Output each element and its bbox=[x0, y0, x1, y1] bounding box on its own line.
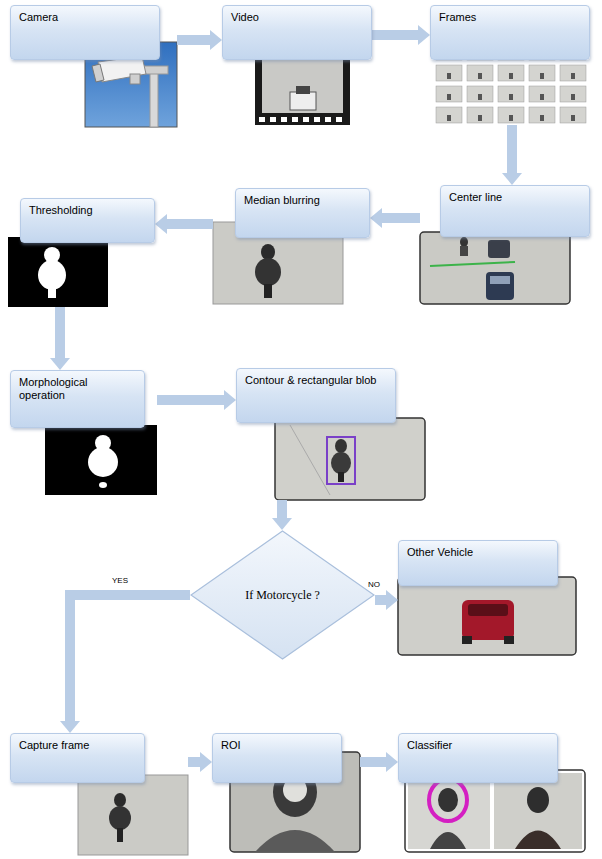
flow-arrow bbox=[272, 500, 292, 530]
arrow-head bbox=[224, 390, 236, 410]
process-box: Video bbox=[222, 5, 372, 125]
arrow-head bbox=[60, 721, 80, 733]
box-tab: Capture frame bbox=[10, 733, 145, 783]
arrow-head bbox=[200, 752, 212, 772]
edge-label: YES bbox=[111, 576, 129, 585]
decision-diamond: If Motorcycle ? bbox=[190, 530, 375, 660]
arrow-shaft bbox=[360, 757, 386, 767]
arrow-head bbox=[386, 590, 398, 610]
box-label: Frames bbox=[439, 11, 581, 24]
arrow-shaft bbox=[70, 595, 190, 721]
flow-arrow bbox=[188, 752, 212, 772]
process-box: Median blurring bbox=[213, 188, 370, 304]
box-label: Center line bbox=[449, 191, 581, 204]
process-box: Capture frame bbox=[10, 733, 188, 855]
flow-arrow bbox=[372, 25, 430, 45]
car-photo bbox=[398, 577, 576, 655]
box-label: Other Vehicle bbox=[407, 546, 549, 559]
arrow-head bbox=[210, 30, 222, 50]
arrow-shaft bbox=[157, 395, 224, 405]
box-label: ROI bbox=[221, 739, 333, 752]
arrow-head bbox=[370, 208, 382, 228]
capture-photo bbox=[78, 775, 188, 855]
process-box: Camera bbox=[10, 5, 177, 127]
arrow-head bbox=[502, 173, 522, 185]
flow-arrow bbox=[502, 125, 522, 185]
box-label: Camera bbox=[19, 11, 151, 24]
process-box: Morphological operation bbox=[10, 370, 157, 495]
arrow-shaft bbox=[55, 307, 65, 358]
flow-arrow bbox=[375, 590, 398, 610]
box-tab: Classifier bbox=[398, 733, 558, 783]
process-box: Thresholding bbox=[8, 198, 155, 307]
box-tab: Video bbox=[222, 5, 372, 60]
box-tab: Camera bbox=[10, 5, 160, 60]
flow-arrow bbox=[60, 595, 190, 733]
threshold-image bbox=[8, 237, 108, 307]
box-tab: Contour & rectangular blob bbox=[236, 368, 396, 423]
box-tab: Thresholding bbox=[20, 198, 155, 243]
arrow-head bbox=[50, 358, 70, 370]
arrow-shaft bbox=[382, 213, 420, 223]
arrow-shaft bbox=[375, 595, 386, 605]
flow-arrow bbox=[155, 214, 213, 234]
frames-marks bbox=[447, 52, 575, 121]
process-box: ROI bbox=[212, 733, 360, 852]
morphology-image bbox=[45, 425, 157, 495]
flow-arrow bbox=[50, 307, 70, 370]
process-box: Center line bbox=[420, 185, 590, 304]
box-label: Thresholding bbox=[29, 204, 146, 217]
edge-label: NO bbox=[367, 580, 381, 589]
arrow-shaft bbox=[372, 30, 418, 40]
arrow-head bbox=[386, 752, 398, 772]
arrow-shaft bbox=[507, 125, 517, 173]
box-label: Video bbox=[231, 11, 363, 24]
center-line-photo bbox=[420, 232, 570, 304]
process-box: Contour & rectangular blob bbox=[236, 368, 425, 500]
box-label: Median blurring bbox=[244, 194, 361, 207]
process-box: Other Vehicle bbox=[398, 540, 576, 655]
box-label: Morphological operation bbox=[19, 376, 136, 402]
box-tab: Morphological operation bbox=[10, 370, 145, 428]
box-label: Contour & rectangular blob bbox=[245, 374, 387, 387]
arrow-head bbox=[272, 518, 292, 530]
box-tab: ROI bbox=[212, 733, 342, 783]
process-box: Classifier bbox=[398, 733, 585, 852]
arrow-shaft bbox=[177, 35, 210, 45]
box-tab: Center line bbox=[440, 185, 590, 237]
arrow-head bbox=[418, 25, 430, 45]
flow-arrow bbox=[360, 752, 398, 772]
arrow-shaft bbox=[277, 500, 287, 518]
flow-arrow bbox=[370, 208, 420, 228]
box-tab: Median blurring bbox=[235, 188, 370, 238]
arrow-shaft bbox=[188, 757, 200, 767]
flow-arrow bbox=[157, 390, 236, 410]
arrow-head bbox=[155, 214, 167, 234]
flow-arrow bbox=[177, 30, 222, 50]
arrow-shaft bbox=[167, 219, 213, 229]
box-label: Classifier bbox=[407, 739, 549, 752]
box-label: Capture frame bbox=[19, 739, 136, 752]
decision-text: If Motorcycle ? bbox=[243, 588, 323, 603]
contour-photo bbox=[275, 418, 425, 500]
box-tab: Other Vehicle bbox=[398, 540, 558, 586]
process-box: Frames bbox=[430, 5, 595, 125]
box-tab: Frames bbox=[430, 5, 590, 60]
